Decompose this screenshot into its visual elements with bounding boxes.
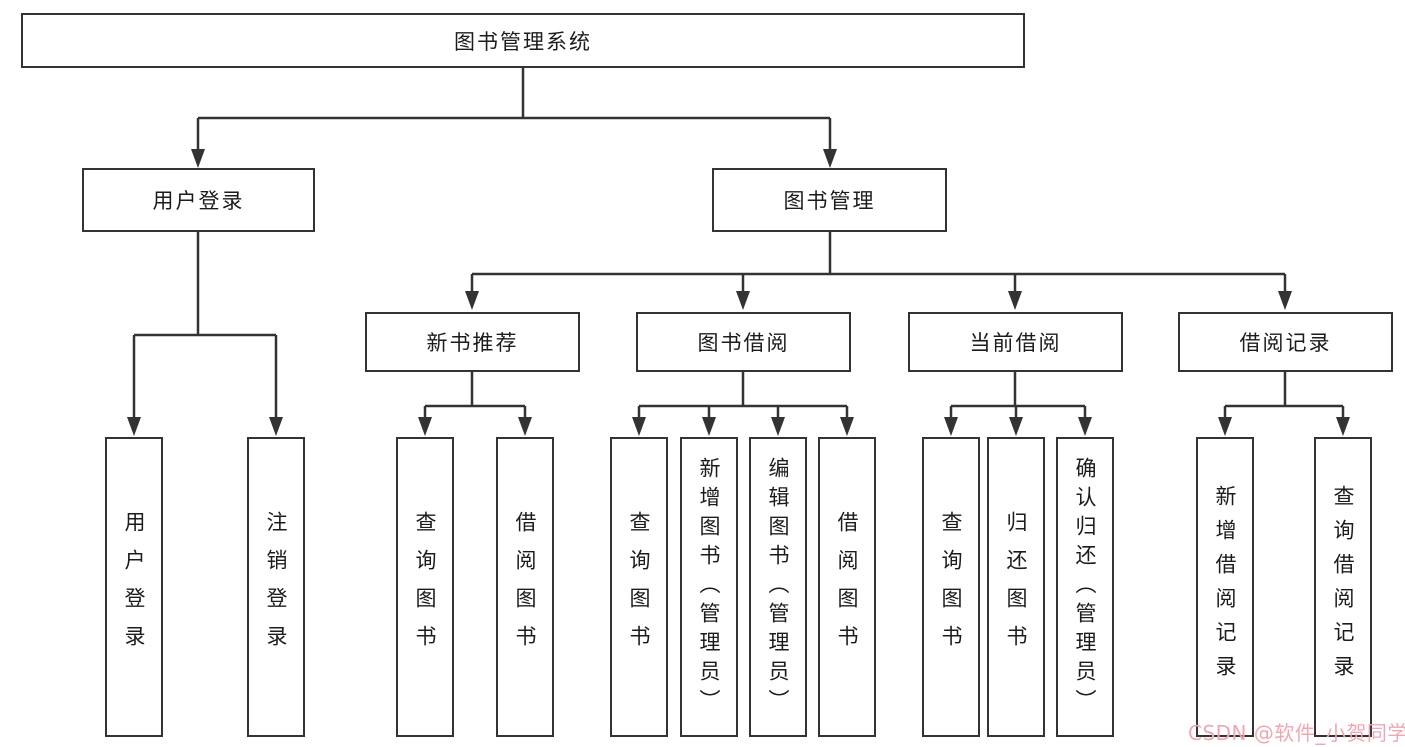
- node-current-borrowing: 当前借阅: [908, 312, 1123, 372]
- node-label: 借阅图书: [835, 511, 859, 663]
- node-label: 借阅记录: [1239, 331, 1332, 355]
- node-label: 确认归还（管理员）: [1073, 456, 1097, 718]
- node-query-books-borrowing: 查询图书: [610, 437, 668, 737]
- node-label: 新增借阅记录: [1213, 485, 1237, 689]
- node-query-books-recommend: 查询图书: [396, 437, 454, 737]
- node-label: 编辑图书（管理员）: [766, 456, 790, 718]
- node-logout: 注销登录: [247, 437, 305, 737]
- node-book-borrowing: 图书借阅: [636, 312, 851, 372]
- node-new-book-recommendation: 新书推荐: [365, 312, 580, 372]
- node-borrow-books-borrowing: 借阅图书: [818, 437, 876, 737]
- node-user-login: 用户登录: [82, 168, 315, 232]
- node-book-management: 图书管理: [712, 168, 947, 232]
- node-edit-books-admin: 编辑图书（管理员）: [749, 437, 807, 737]
- node-user-login-leaf: 用户登录: [105, 437, 163, 737]
- node-confirm-return-admin: 确认归还（管理员）: [1056, 437, 1114, 737]
- node-label: 新增图书（管理员）: [697, 456, 721, 718]
- node-borrowing-records: 借阅记录: [1178, 312, 1393, 372]
- node-library-management-system: 图书管理系统: [21, 13, 1025, 68]
- node-label: 归还图书: [1004, 511, 1028, 663]
- node-add-borrow-record: 新增借阅记录: [1196, 437, 1254, 737]
- node-query-books-current: 查询图书: [922, 437, 980, 737]
- node-label: 图书借阅: [697, 331, 790, 355]
- node-label: 新书推荐: [426, 331, 519, 355]
- node-label: 图书管理: [783, 189, 876, 213]
- node-label: 查询图书: [939, 511, 963, 663]
- node-add-books-admin: 新增图书（管理员）: [680, 437, 738, 737]
- node-label: 借阅图书: [513, 511, 537, 663]
- watermark: CSDN @软件_小贺同学: [1188, 721, 1405, 745]
- arrowheads: [127, 149, 1350, 436]
- node-label: 用户登录: [122, 511, 146, 663]
- node-label: 查询图书: [413, 511, 437, 663]
- node-borrow-books-recommend: 借阅图书: [496, 437, 554, 737]
- node-label: 注销登录: [264, 511, 288, 663]
- node-label: 查询借阅记录: [1331, 485, 1355, 689]
- node-query-borrow-record: 查询借阅记录: [1314, 437, 1372, 737]
- node-return-books: 归还图书: [987, 437, 1045, 737]
- node-label: 图书管理系统: [454, 29, 592, 54]
- node-label: 当前借阅: [969, 331, 1062, 355]
- node-label: 查询图书: [627, 511, 651, 663]
- node-label: 用户登录: [152, 189, 245, 213]
